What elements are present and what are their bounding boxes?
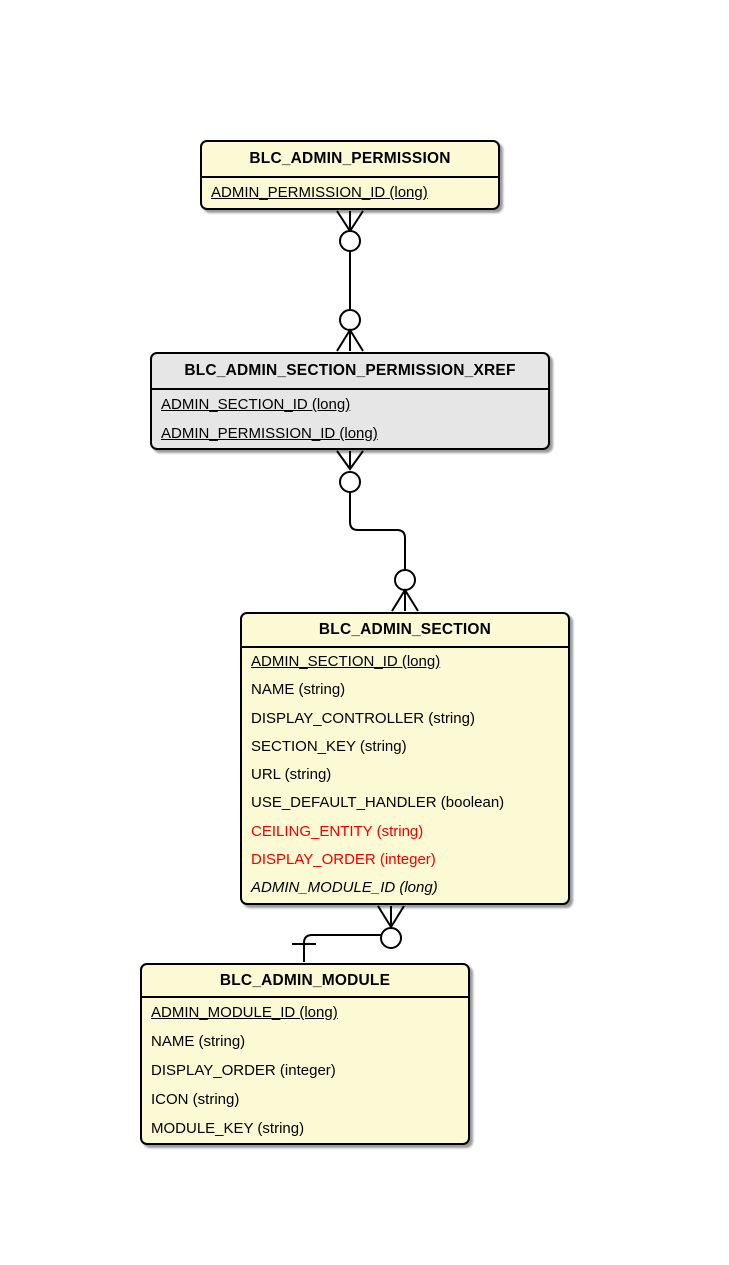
cardinality-zero-circle <box>339 471 361 493</box>
relationship-xref-to-section <box>336 450 419 612</box>
entity-blc-admin-section[interactable]: BLC_ADMIN_SECTION ADMIN_SECTION_ID (long… <box>240 612 570 905</box>
field-admin-permission-id: ADMIN_PERMISSION_ID (long) <box>161 425 378 442</box>
cardinality-zero-circle <box>339 230 361 252</box>
crowfoot-many-bottom <box>391 588 419 612</box>
cardinality-zero-circle <box>394 569 416 591</box>
entity-field-list: ADMIN_PERMISSION_ID (long) <box>202 178 498 208</box>
field-ceiling-entity: CEILING_ENTITY (string) <box>251 822 424 840</box>
cardinality-zero-circle <box>380 927 402 949</box>
field-admin-module-id: ADMIN_MODULE_ID (long) <box>251 879 438 897</box>
entity-field-list: ADMIN_SECTION_ID (long) ADMIN_PERMISSION… <box>152 390 548 448</box>
entity-title: BLC_ADMIN_PERMISSION <box>202 142 498 178</box>
entity-blc-admin-module[interactable]: BLC_ADMIN_MODULE ADMIN_MODULE_ID (long) … <box>140 963 470 1145</box>
field-section-key: SECTION_KEY (string) <box>251 737 407 755</box>
field-display-controller: DISPLAY_CONTROLLER (string) <box>251 709 475 727</box>
field-url: URL (string) <box>251 766 332 784</box>
entity-field-list: ADMIN_SECTION_ID (long) NAME (string) DI… <box>242 648 568 903</box>
entity-title: BLC_ADMIN_MODULE <box>142 965 468 998</box>
relationship-permission-to-xref <box>336 210 364 352</box>
connector-line <box>303 934 381 962</box>
cardinality-zero-circle <box>339 309 361 331</box>
entity-title: BLC_ADMIN_SECTION_PERMISSION_XREF <box>152 354 548 390</box>
field-name: NAME (string) <box>151 1033 246 1050</box>
field-icon: ICON (string) <box>151 1091 240 1108</box>
crowfoot-many-top <box>336 450 364 471</box>
entity-blc-admin-permission[interactable]: BLC_ADMIN_PERMISSION ADMIN_PERMISSION_ID… <box>200 140 500 210</box>
field-name: NAME (string) <box>251 681 346 699</box>
field-admin-section-id: ADMIN_SECTION_ID (long) <box>251 653 441 670</box>
relationship-section-to-module <box>292 905 405 962</box>
field-admin-module-id: ADMIN_MODULE_ID (long) <box>151 1004 338 1021</box>
entity-title: BLC_ADMIN_SECTION <box>242 614 568 648</box>
field-display-order: DISPLAY_ORDER (integer) <box>151 1062 336 1079</box>
field-admin-permission-id: ADMIN_PERMISSION_ID (long) <box>211 184 428 201</box>
connector-line <box>349 492 406 570</box>
entity-blc-admin-section-permission-xref[interactable]: BLC_ADMIN_SECTION_PERMISSION_XREF ADMIN_… <box>150 352 550 450</box>
field-admin-section-id: ADMIN_SECTION_ID (long) <box>161 396 351 413</box>
crowfoot-many-top <box>336 210 364 233</box>
crowfoot-many-up <box>377 905 405 929</box>
field-module-key: MODULE_KEY (string) <box>151 1120 305 1137</box>
crowfoot-many-bottom <box>336 328 364 352</box>
field-display-order: DISPLAY_ORDER (integer) <box>251 851 436 869</box>
field-use-default-handler: USE_DEFAULT_HANDLER (boolean) <box>251 794 505 812</box>
entity-field-list: ADMIN_MODULE_ID (long) NAME (string) DIS… <box>142 998 468 1143</box>
